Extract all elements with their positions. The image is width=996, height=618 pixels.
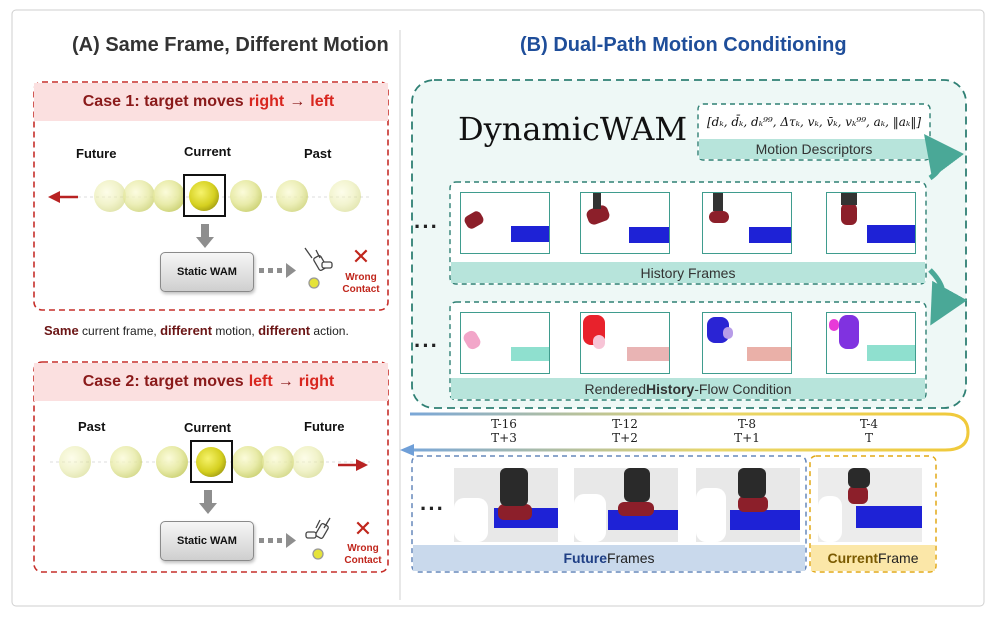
flow-frame-2: [580, 312, 670, 374]
history-frame-4: [826, 192, 916, 254]
history-ellipsis: ···: [414, 214, 439, 239]
same-frame-note: Same current frame, different motion, di…: [44, 323, 349, 338]
case1-from: right: [248, 93, 285, 110]
case1-static-wam: Static WAM: [160, 252, 254, 292]
flow-frame-1: [460, 312, 550, 374]
case2-from: left: [248, 373, 273, 390]
case2-label-future: Future: [304, 419, 345, 434]
case2-to: right: [298, 373, 335, 390]
case1-label-past: Past: [304, 146, 332, 161]
case1-balls: [94, 174, 361, 217]
case1-gripper-icon: [304, 247, 333, 289]
case2-prefix: Case 2: target moves: [82, 373, 244, 390]
future-frames-label: Future Frames: [563, 550, 655, 566]
flow-condition-box: [449, 301, 927, 401]
case2-header: Case 2: target moves left → right: [34, 363, 388, 401]
model-name: DynamicWAM: [458, 110, 688, 148]
current-frame-label: Current Frame: [827, 550, 919, 566]
case2-gripper-icon: [305, 517, 331, 560]
future-frame-1: [454, 468, 558, 542]
history-frames-label: History Frames: [640, 265, 736, 281]
history-frame-2: [580, 192, 670, 254]
case1-current-box: [183, 174, 226, 217]
motion-descriptors-label: Motion Descriptors: [755, 141, 873, 157]
case2-label-past: Past: [78, 419, 106, 434]
case2-x-icon: ✕: [353, 516, 373, 541]
panel-a-title: (A) Same Frame, Different Motion: [72, 34, 389, 56]
flow-condition-label: Rendered History-Flow Condition: [584, 381, 792, 397]
flow-frame-4: [826, 312, 916, 374]
case1-prefix: Case 1: target moves: [82, 93, 244, 110]
case1-label-future: Future: [76, 146, 117, 161]
flow-ellipsis: ···: [414, 333, 439, 358]
panel-b-title: (B) Dual-Path Motion Conditioning: [520, 34, 847, 56]
history-frames-box: [449, 181, 927, 285]
future-frame-2: [574, 468, 678, 542]
case2-balls: [59, 440, 324, 483]
timeline-arc: [410, 412, 970, 452]
case2-label-current: Current: [184, 420, 231, 435]
current-frame-image: [818, 468, 922, 542]
history-frame-3: [702, 192, 792, 254]
case1-header: Case 1: target moves right → left: [34, 83, 388, 121]
case1-x-icon: ✕: [351, 244, 371, 269]
future-frame-3: [696, 468, 800, 542]
case1-label-current: Current: [184, 144, 231, 159]
case2-arrow: →: [277, 373, 294, 390]
history-frame-1: [460, 192, 550, 254]
case2-current-box: [190, 440, 233, 483]
case2-static-wam: Static WAM: [160, 521, 254, 561]
case1-arrow: →: [289, 93, 306, 110]
case1-to: left: [310, 93, 335, 110]
future-ellipsis: ···: [420, 496, 445, 521]
flow-frame-3: [702, 312, 792, 374]
motion-formula: [dₖ, d̄ₖ, dₖ⁹⁹, Δτₖ, vₖ, v̄ₖ, vₖ⁹⁹, aₖ, …: [706, 115, 922, 129]
